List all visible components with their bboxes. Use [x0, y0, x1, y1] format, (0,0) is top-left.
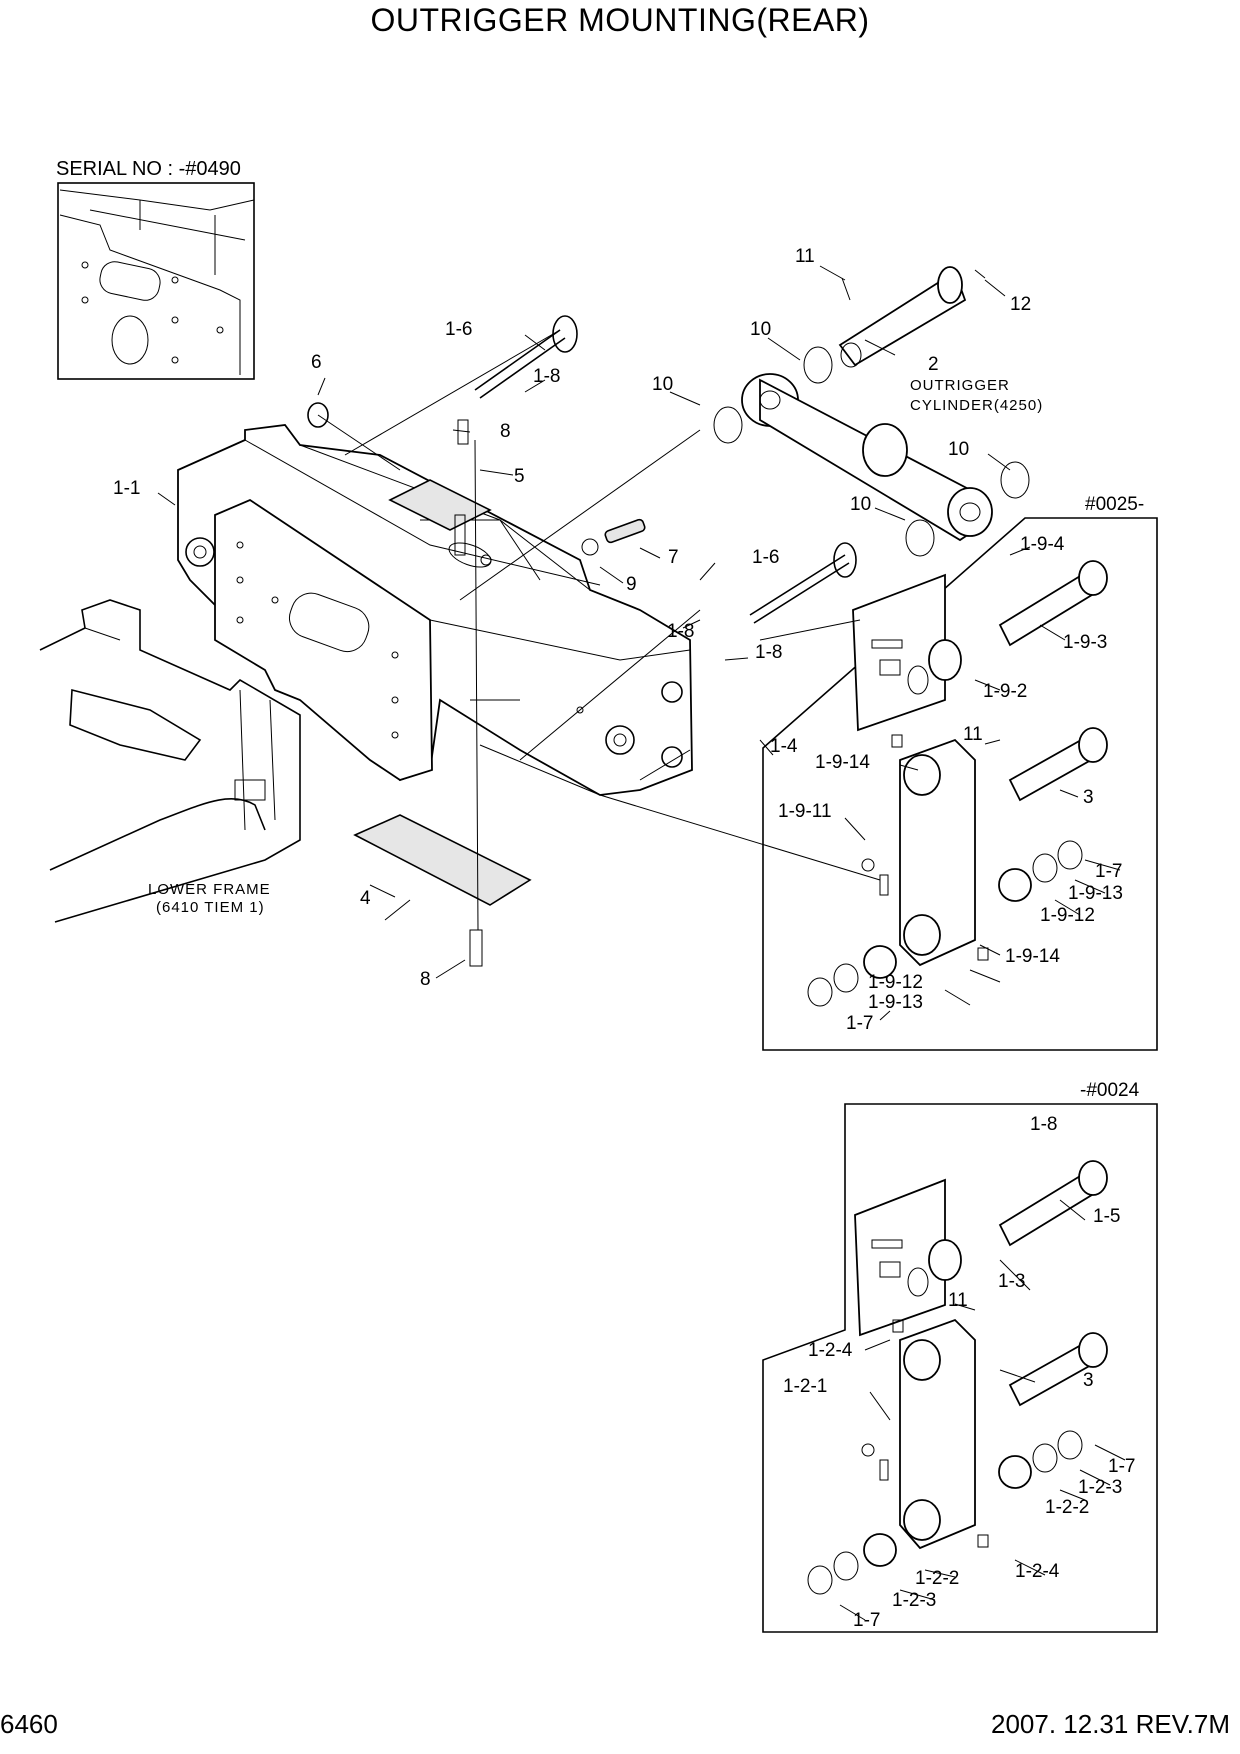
callout-label: 12: [1010, 294, 1031, 315]
callout-label: 1-2-4: [808, 1340, 853, 1361]
callout-label: 1-2-3: [1078, 1477, 1122, 1498]
callout-label: 1-8: [1030, 1114, 1057, 1135]
outrigger-cylinder: OUTRIGGER CYLINDER(4250): [713, 266, 1043, 557]
callout-label: 1-7: [1108, 1456, 1135, 1477]
callout-label: 8: [500, 421, 511, 442]
callout-label: 1-2-3: [892, 1590, 936, 1611]
callout-label: 11: [963, 724, 983, 745]
callout-label: 8: [420, 969, 431, 990]
guide-lines: [317, 329, 881, 931]
lower-box-serial: -#0024: [1080, 1080, 1140, 1101]
callout-label: 1-9-14: [815, 752, 870, 773]
callout-label: 1-5: [1093, 1206, 1120, 1227]
callout-label: 1-9-11: [778, 801, 832, 822]
revision-date: 2007. 12.31 REV.7M: [991, 1709, 1230, 1739]
callout-label: 7: [668, 547, 679, 568]
upper-serial-box: #0025-: [762, 494, 1158, 1051]
callout-label: 1-9-2: [983, 681, 1027, 702]
callout-label: 1-9-13: [868, 992, 923, 1013]
upper-box-serial: #0025-: [1085, 494, 1144, 515]
page-number: 6460: [0, 1709, 58, 1739]
frame-note-line1: LOWER FRAME: [148, 881, 271, 898]
callout-label: 1-9-4: [1020, 534, 1065, 555]
callout-label: 1-1: [113, 478, 140, 499]
callout-label: 1-9-14: [1005, 946, 1060, 967]
callout-label: 1-9-3: [1063, 632, 1107, 653]
main-small-parts: [307, 315, 857, 967]
leader-lines: [157, 265, 1126, 1621]
lower-serial-box: -#0024: [762, 1080, 1158, 1633]
callout-label: 6: [311, 352, 322, 373]
callout-label: 1-9-12: [1040, 905, 1095, 926]
outrigger-bracket: [177, 424, 693, 796]
callout-label: 1-9-12: [868, 972, 923, 993]
callout-label: 3: [1083, 1370, 1094, 1391]
callout-label: 11: [795, 246, 815, 267]
callout-label: 1-9-13: [1068, 883, 1123, 904]
callout-label: 2: [928, 354, 939, 375]
callout-label: 1-8: [533, 366, 560, 387]
callout-label: 1-7: [1095, 861, 1122, 882]
cylinder-note-line2: CYLINDER(4250): [910, 397, 1043, 414]
callout-label: 1-3: [998, 1271, 1025, 1292]
callout-label: 1-2-2: [915, 1568, 959, 1589]
callout-label: 1-6: [752, 547, 779, 568]
callout-label: 1-2-4: [1015, 1561, 1060, 1582]
frame-note-line2: (6410 TIEM 1): [156, 899, 265, 916]
page-title: OUTRIGGER MOUNTING(REAR): [370, 2, 870, 38]
callout-label: 1-4: [770, 736, 798, 757]
callout-label: 5: [514, 466, 525, 487]
callout-label: 1-8: [755, 642, 782, 663]
part-callouts: 11 12 2 10 10 10 10 1-6 1-8 6 8 5 1-1 7 …: [113, 246, 1135, 1631]
callout-label: 1-6: [445, 319, 472, 340]
callout-label: 10: [948, 439, 969, 460]
callout-label: 1-2-2: [1045, 1497, 1089, 1518]
inset-frame: [57, 182, 255, 380]
callout-label: 10: [750, 319, 771, 340]
callout-label: 1-7: [846, 1013, 873, 1034]
callout-label: 10: [850, 494, 871, 515]
callout-label: 3: [1083, 787, 1094, 808]
callout-label: 1-8: [667, 621, 694, 642]
callout-label: 10: [652, 374, 673, 395]
callout-label: 1-2-1: [783, 1376, 827, 1397]
cylinder-note-line1: OUTRIGGER: [910, 377, 1010, 394]
callout-label: 11: [948, 1290, 968, 1311]
callout-label: 9: [626, 574, 637, 595]
inset-detail: SERIAL NO : -#0490: [56, 158, 255, 380]
callout-label: 1-7: [853, 1610, 880, 1631]
callout-label: 4: [360, 888, 371, 909]
lower-frame: LOWER FRAME (6410 TIEM 1): [39, 599, 301, 923]
inset-serial-label: SERIAL NO : -#0490: [56, 158, 241, 180]
